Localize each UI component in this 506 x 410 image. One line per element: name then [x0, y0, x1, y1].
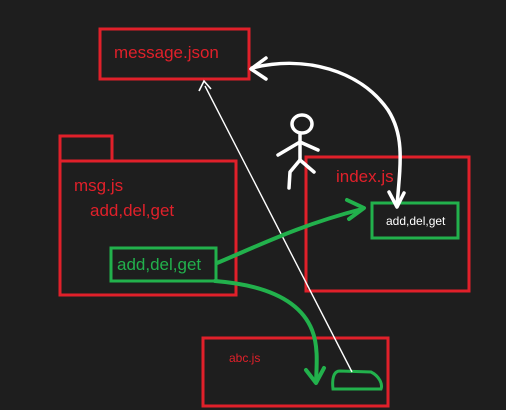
index-js-box: index.js add,del,get — [304, 155, 471, 293]
folder-tab-icon — [58, 134, 114, 163]
green-arrow-head-2-icon — [304, 366, 326, 385]
green-arrow-curve-2 — [213, 279, 319, 384]
stick-figure-left-leg — [287, 158, 302, 190]
msg-js-box: msg.js add,del,get add,del,get — [58, 134, 238, 297]
arrow-line — [204, 85, 353, 373]
abc-js-border — [201, 336, 390, 408]
message-index-link — [249, 56, 406, 209]
arrow-head-icon — [198, 79, 212, 92]
stick-figure-right-arm — [298, 140, 320, 152]
msg-js-methods: add,del,get — [90, 201, 174, 220]
stick-figure-head — [290, 113, 314, 135]
index-js-import-label: add,del,get — [386, 214, 446, 228]
stick-figure-right-leg — [298, 158, 316, 174]
abc-js-label: abc.js — [229, 351, 260, 365]
stick-figure-icon — [276, 113, 320, 190]
index-js-border — [304, 155, 471, 293]
stick-figure-left-arm — [276, 140, 302, 157]
index-js-label: index.js — [336, 167, 394, 186]
green-arrow-head-1-icon — [345, 198, 366, 221]
message-json-label: message.json — [114, 43, 219, 62]
arrow-head-left-icon — [249, 56, 268, 81]
msg-to-index-arrow — [215, 198, 366, 265]
msg-js-border — [58, 159, 238, 297]
green-arrow-curve-1 — [215, 207, 364, 265]
message-json-border — [98, 27, 251, 81]
msg-to-abc-arrow — [213, 279, 326, 385]
abc-js-import-box — [331, 369, 383, 391]
abc-to-message-arrow — [198, 79, 353, 373]
abc-js-box: abc.js — [201, 336, 390, 408]
message-json-box: message.json — [98, 27, 251, 81]
arrow-head-down-icon — [387, 190, 406, 209]
index-js-import-box — [370, 201, 460, 240]
double-arrow-curve — [250, 61, 402, 207]
msg-js-export-label: add,del,get — [117, 255, 201, 274]
msg-js-label: msg.js — [74, 176, 123, 195]
